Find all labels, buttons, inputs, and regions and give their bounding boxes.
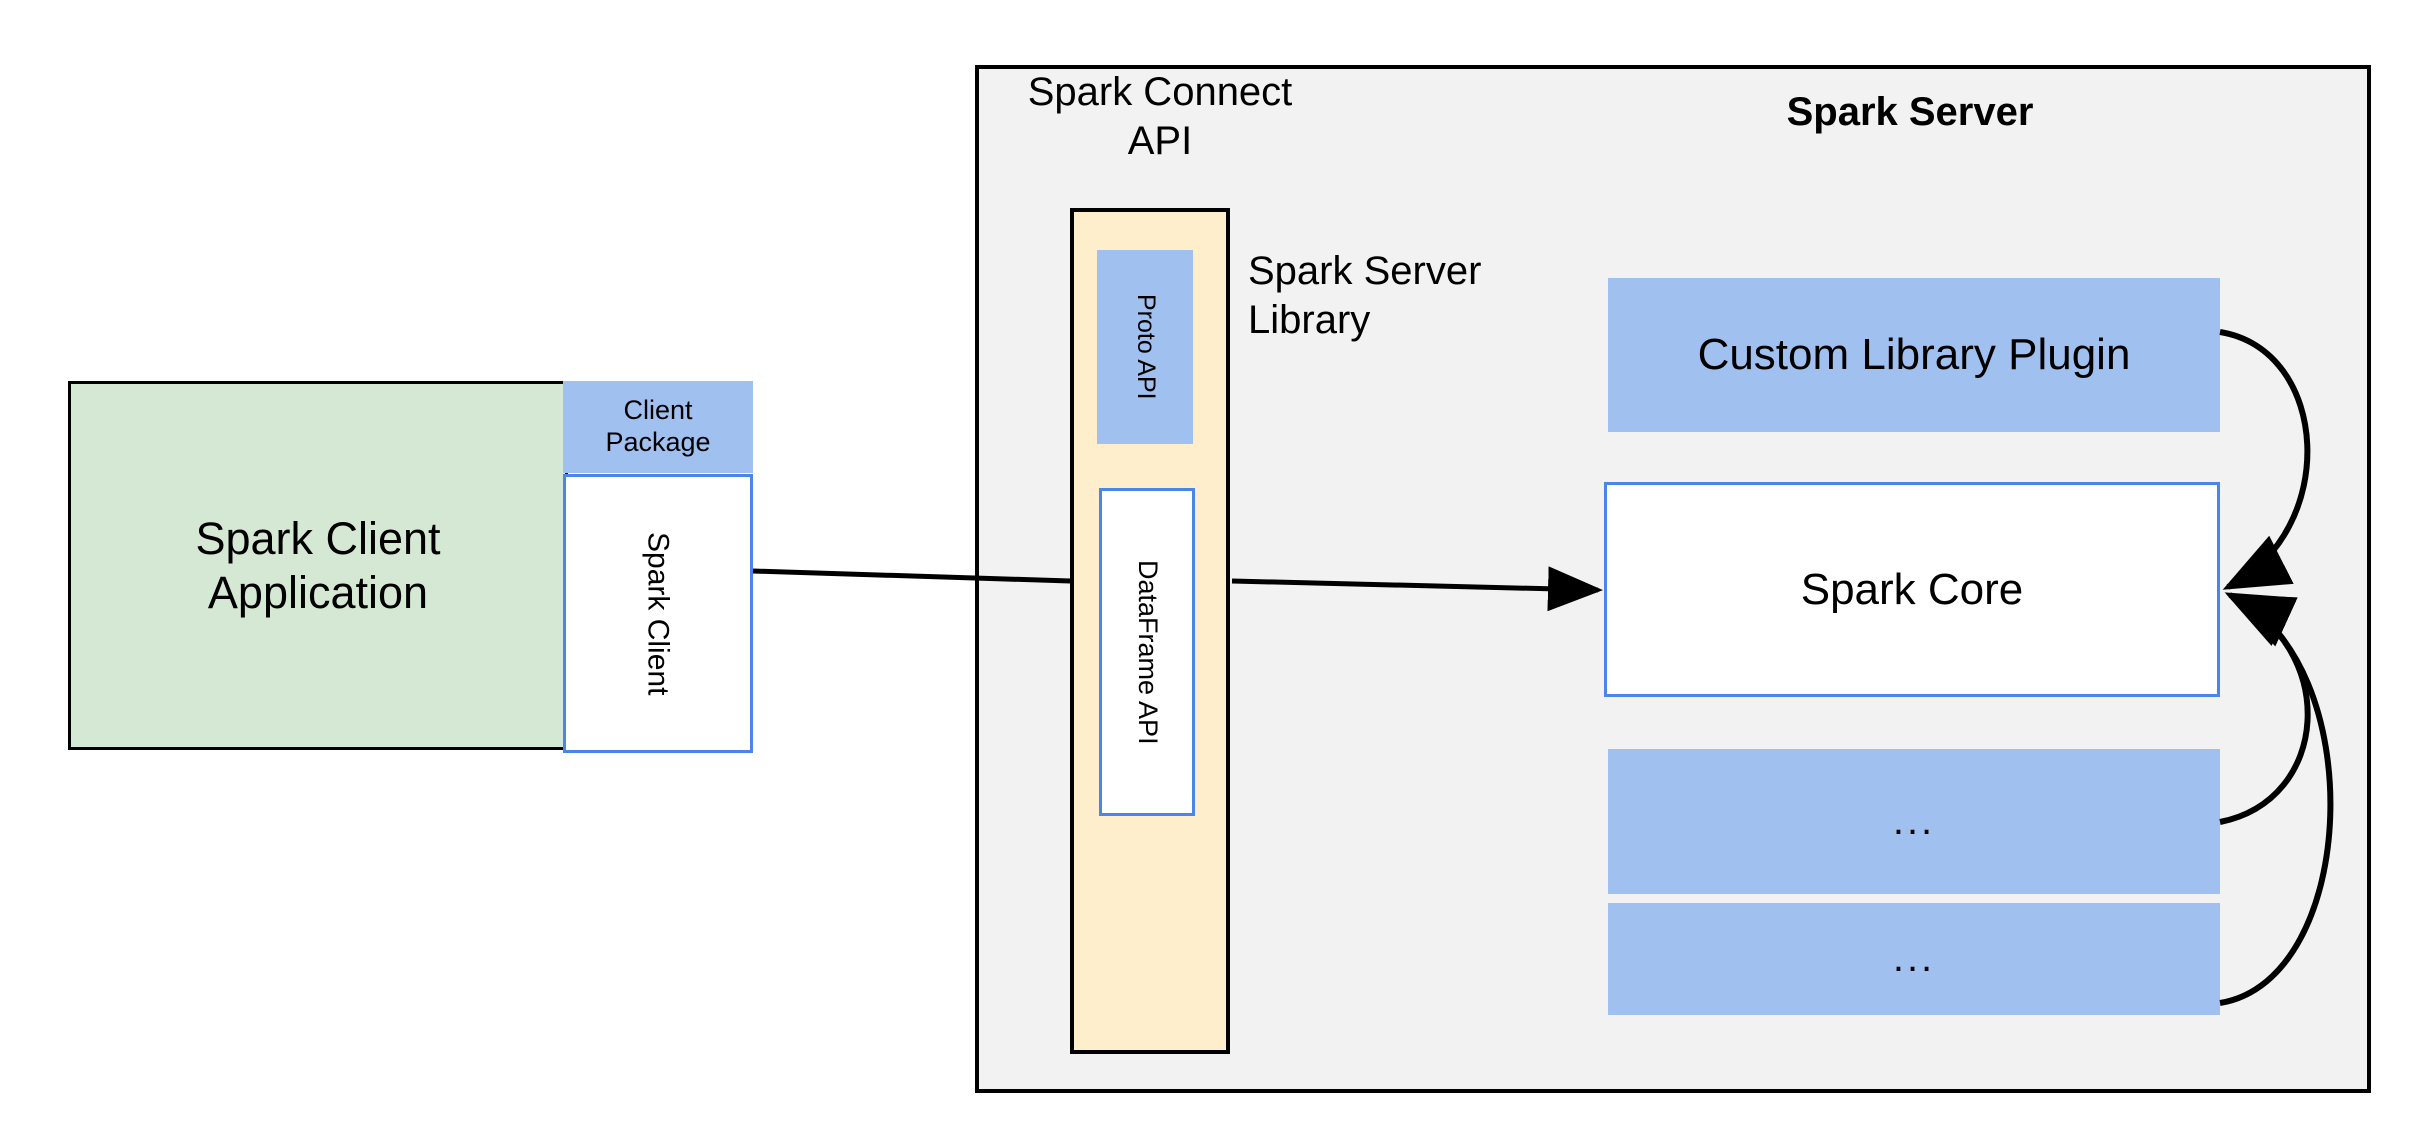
spark-connect-api-label: Spark Connect API (1027, 70, 1293, 163)
client-package-box[interactable]: Client Package (563, 381, 753, 473)
proto-api-label: Proto API (1131, 294, 1160, 400)
spark-core-box[interactable]: Spark Core (1604, 482, 2220, 697)
spark-client-label: Spark Client (641, 531, 675, 696)
ellipsis-box-2-label: ... (1892, 936, 1936, 981)
dataframe-api-box[interactable]: DataFrame API (1099, 488, 1195, 816)
spark-core-label: Spark Core (1800, 564, 2024, 614)
spark-client-application-label: Spark Client Application (195, 513, 441, 618)
ellipsis-box-2[interactable]: ... (1608, 903, 2220, 1015)
dataframe-api-label: DataFrame API (1132, 559, 1163, 745)
spark-server-title: Spark Server (1786, 90, 2034, 134)
client-package-label: Client Package (605, 395, 711, 457)
custom-library-plugin-label: Custom Library Plugin (1697, 330, 2131, 380)
ellipsis-box-1-label: ... (1892, 798, 1936, 843)
custom-library-plugin-box[interactable]: Custom Library Plugin (1608, 278, 2220, 432)
ellipsis-box-1[interactable]: ... (1608, 749, 2220, 894)
proto-api-box[interactable]: Proto API (1097, 250, 1193, 444)
spark-client-box[interactable]: Spark Client (563, 474, 753, 753)
spark-server-library-label: Spark Server Library (1248, 249, 1482, 342)
spark-client-application-box[interactable]: Spark Client Application (68, 381, 568, 750)
